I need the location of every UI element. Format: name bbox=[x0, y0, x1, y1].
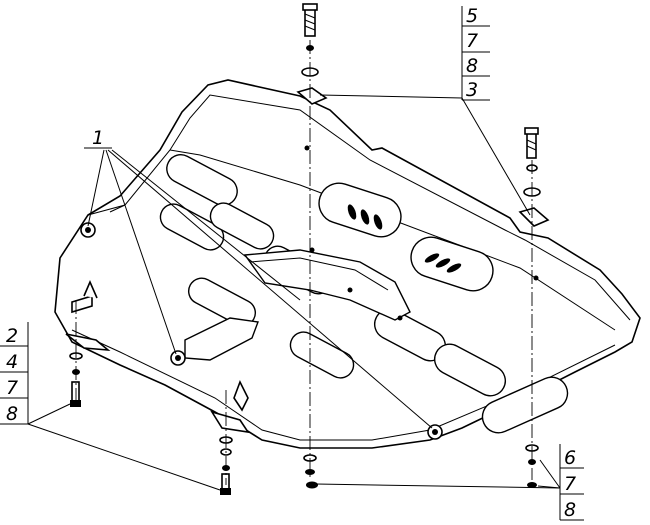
callout-label: 5 bbox=[466, 5, 478, 27]
clip-nut bbox=[518, 207, 550, 227]
slot bbox=[209, 202, 275, 250]
bolt bbox=[526, 131, 537, 159]
callout-label: 4 bbox=[6, 351, 18, 373]
slot bbox=[289, 331, 355, 379]
center-embossing bbox=[243, 249, 411, 321]
slot bbox=[410, 236, 494, 292]
axis-lines bbox=[75, 40, 533, 485]
callout-label: 7 bbox=[564, 473, 576, 495]
callout-label: 8 bbox=[564, 499, 576, 521]
callout-left: 2 4 7 8 bbox=[0, 322, 29, 425]
callout-label: 2 bbox=[6, 325, 18, 347]
callout-label: 6 bbox=[564, 447, 576, 469]
fastener-top-right bbox=[518, 127, 550, 227]
callout-label: 3 bbox=[466, 79, 478, 101]
callout-label: 8 bbox=[466, 55, 478, 77]
clip-nut bbox=[296, 87, 328, 105]
mounting-holes bbox=[80, 145, 539, 440]
callout-label: 7 bbox=[466, 30, 478, 52]
fastener-bottom-center bbox=[303, 454, 318, 489]
vent-marks bbox=[347, 204, 462, 273]
callout-label-center: 1 bbox=[92, 127, 104, 149]
leader-lines bbox=[27, 94, 561, 491]
slot bbox=[433, 343, 507, 397]
slot bbox=[159, 203, 225, 251]
brackets bbox=[65, 279, 250, 434]
callout-top-right: 5 7 8 3 bbox=[461, 5, 490, 101]
callout-label: 8 bbox=[6, 403, 18, 425]
callout-bottom-right: 6 7 8 bbox=[559, 444, 584, 521]
fastener-top-center bbox=[296, 3, 328, 105]
callout-label: 7 bbox=[6, 377, 18, 399]
slot bbox=[166, 154, 238, 206]
slot bbox=[481, 376, 569, 434]
slot bbox=[187, 277, 257, 327]
